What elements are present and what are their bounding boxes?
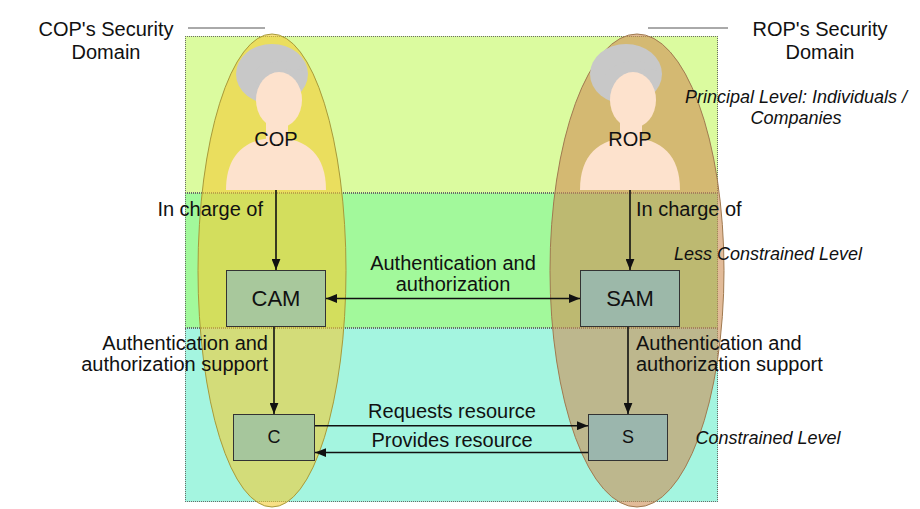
connector-label: Requests resource	[322, 401, 582, 422]
connector-label-holder: Provides resource	[322, 430, 582, 451]
connector-label-holder: Authentication and authorization support	[636, 333, 886, 375]
connector-label-holder: Authentication and authorization support	[43, 333, 268, 375]
connector-label: Provides resource	[322, 430, 582, 451]
domain-heading: ROP's Security Domain	[724, 18, 916, 64]
entity-box: SAM	[580, 270, 680, 327]
person-fringe	[250, 61, 306, 84]
entity-name: SAM	[606, 286, 654, 311]
leader-line	[648, 28, 728, 29]
entity-box: CAM	[226, 270, 326, 327]
connector-label-holder: In charge of	[636, 199, 836, 220]
connector-arrow	[629, 190, 631, 270]
connector-label: Authentication and authorization	[333, 253, 573, 295]
entity-box: S	[588, 414, 668, 461]
entity-name: C	[268, 427, 281, 448]
entity-name: CAM	[252, 286, 301, 311]
connector-label-holder: Requests resource	[322, 401, 582, 422]
principal-name: COP	[222, 128, 330, 151]
connector-label: Authentication and authorization support	[43, 333, 268, 375]
entity-name: S	[622, 427, 634, 448]
connector-label-holder: Authentication and authorization	[333, 253, 573, 295]
person-figure	[576, 38, 684, 190]
person-face	[610, 72, 656, 128]
person-face	[256, 72, 302, 128]
connector-arrow	[275, 190, 277, 270]
domain-ellipse	[550, 34, 724, 507]
connector-label: Authentication and authorization support	[636, 333, 886, 375]
connector-label: In charge of	[63, 199, 263, 220]
domain-ellipse	[198, 34, 346, 507]
connector-arrow	[273, 327, 275, 414]
connector-label-holder: In charge of	[63, 199, 263, 220]
level-label: Constrained Level	[663, 428, 873, 449]
person-fringe	[604, 61, 660, 84]
principal-figure: COP	[222, 38, 330, 190]
security-domain-ellipse: COP's Security DomainCOPCAMC	[197, 33, 347, 508]
entity-box: C	[233, 414, 315, 461]
connector-label: In charge of	[636, 199, 836, 220]
level-label: Principal Level: Individuals / Companies	[676, 87, 916, 128]
connector-arrow	[326, 298, 580, 300]
connector-arrow	[627, 327, 629, 414]
principal-figure: ROP	[576, 38, 684, 190]
domain-heading: COP's Security Domain	[8, 18, 204, 64]
connector-arrow	[315, 425, 588, 427]
leader-line	[188, 28, 265, 29]
level-label: Less Constrained Level	[663, 244, 873, 265]
connector-arrow	[315, 452, 588, 454]
person-figure	[222, 38, 330, 190]
principal-name: ROP	[576, 128, 684, 151]
